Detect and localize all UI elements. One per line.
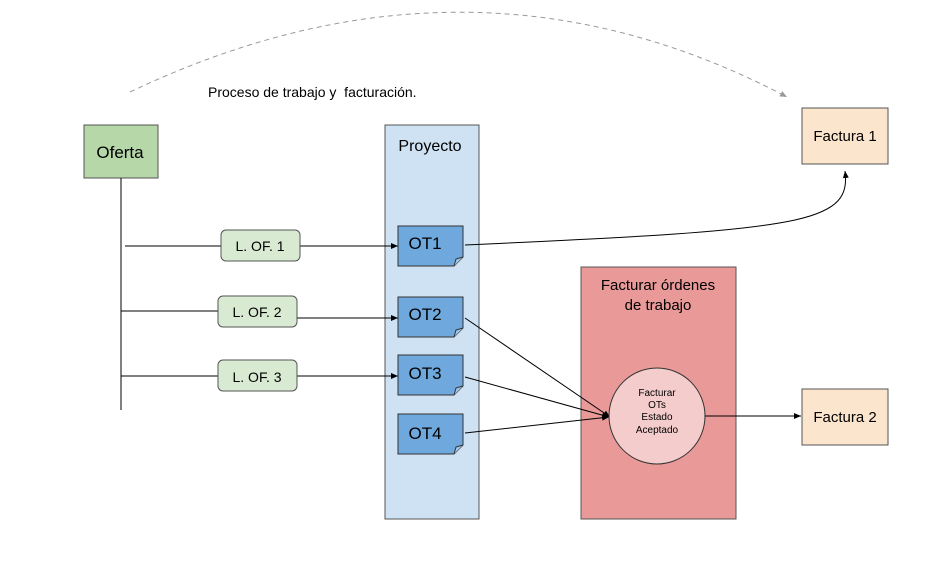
linea-oferta-2-label: L. OF. 2 (232, 304, 281, 320)
linea-oferta-3-label: L. OF. 3 (232, 369, 281, 385)
circle-line-2: OTs (648, 400, 666, 411)
ot3-box: OT3 (397, 354, 464, 396)
arrow-ot1-factura1 (464, 170, 849, 246)
diagram-title: Proceso de trabajo y facturación. (208, 84, 417, 100)
proyecto-label: Proyecto (398, 138, 461, 155)
linea-oferta-1-box (220, 229, 301, 262)
factura-2-label: Factura 2 (813, 409, 876, 426)
ot1-label: OT1 (408, 234, 441, 253)
arrow-ot4-facturar (464, 414, 610, 434)
linea-oferta-3-box (217, 359, 298, 392)
process-flow-dashed-arrow (129, 11, 788, 98)
factura-2-box (801, 388, 889, 446)
linea-oferta-1-label: L. OF. 1 (235, 238, 284, 254)
circle-line-1: Facturar (638, 388, 676, 399)
oferta-label: Oferta (96, 143, 144, 162)
ot4-box: OT4 (397, 413, 464, 455)
circle-line-4: Aceptado (636, 425, 679, 436)
ot2-label: OT2 (408, 305, 441, 324)
facturar-label-line2: de trabajo (625, 297, 692, 314)
facturar-label-line1: Facturar órdenes (601, 277, 715, 294)
factura-1-box (801, 107, 889, 165)
arrow-ot3-facturar (464, 376, 610, 419)
ot2-box: OT2 (397, 296, 464, 338)
ot4-label: OT4 (408, 424, 441, 443)
circle-line-3: Estado (641, 412, 673, 423)
linea-oferta-2-box (217, 295, 298, 328)
arrow-ot2-facturar (464, 317, 611, 418)
ot1-box: OT1 (397, 225, 464, 267)
factura-1-label: Factura 1 (813, 128, 876, 145)
ot3-label: OT3 (408, 364, 441, 383)
